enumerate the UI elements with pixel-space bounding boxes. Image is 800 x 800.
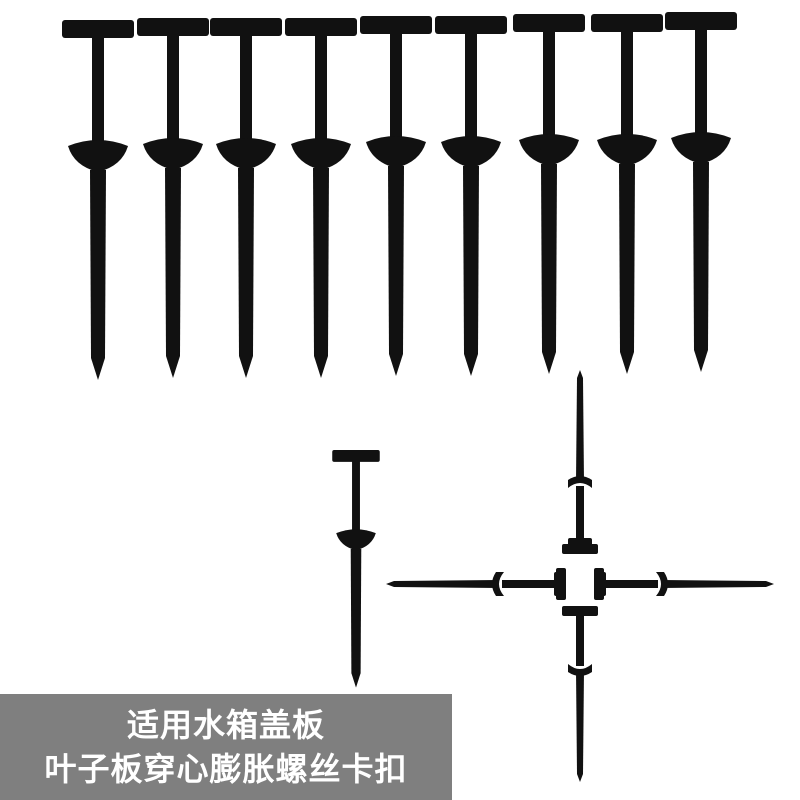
push-rivet [591, 14, 663, 374]
push-rivet [137, 18, 209, 378]
push-rivet [665, 12, 737, 372]
push-rivet [62, 20, 134, 380]
caption-line-2: 叶子板穿心膨胀螺丝卡扣 [44, 750, 408, 788]
push-rivet [513, 14, 585, 374]
push-rivet-single [332, 450, 380, 688]
push-rivet [285, 18, 357, 378]
push-rivet [435, 16, 507, 376]
push-rivet [360, 16, 432, 376]
rivet-cross [386, 370, 774, 782]
caption-line-1: 适用水箱盖板 [126, 706, 325, 744]
caption-banner: 适用水箱盖板 叶子板穿心膨胀螺丝卡扣 [0, 694, 452, 800]
push-rivet [210, 18, 282, 378]
